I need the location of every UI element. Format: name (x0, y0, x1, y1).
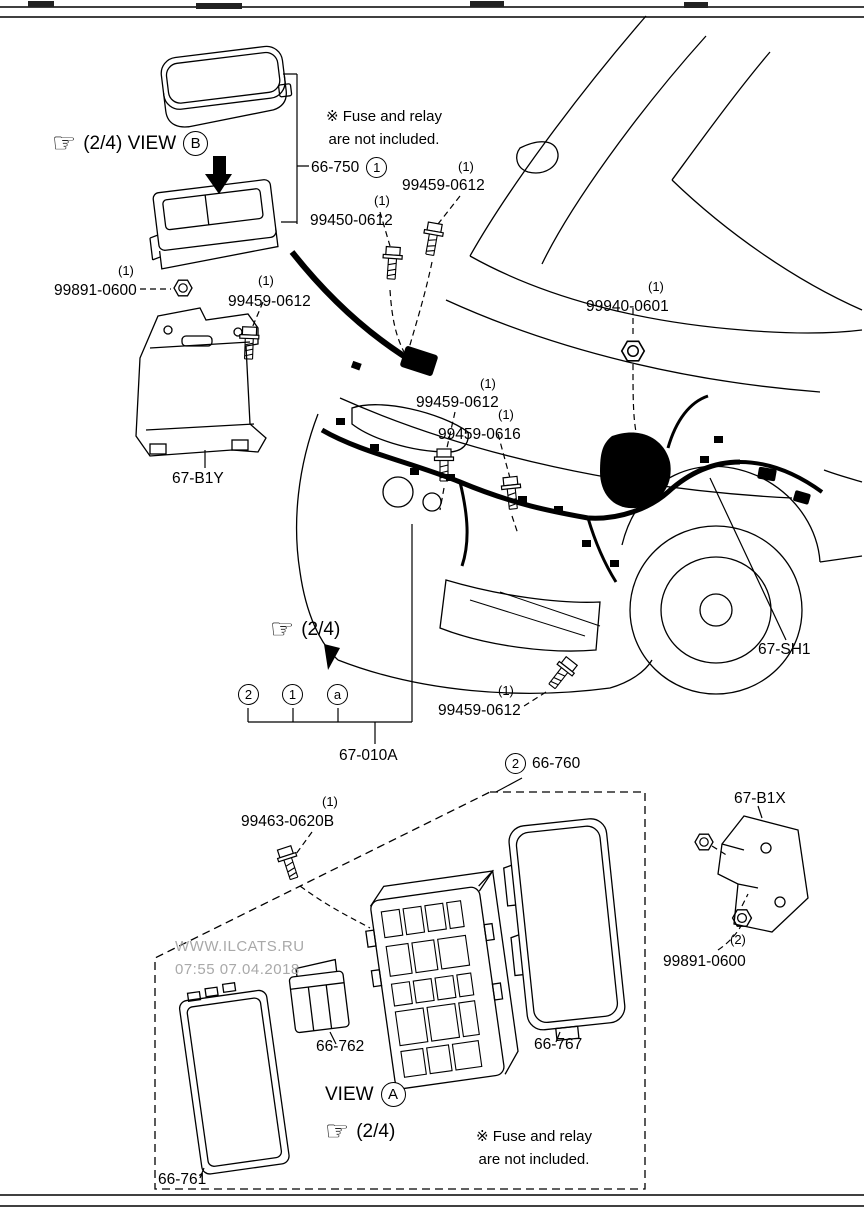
assembly-badge-a: a (327, 684, 348, 705)
note-line: are not included. (478, 1150, 590, 1168)
wiring-harness (289, 250, 824, 583)
part-label: 66-750 (311, 158, 360, 176)
assembly-boundary (154, 791, 646, 1190)
nut-icon (173, 279, 193, 297)
bracket-67-b1x (717, 815, 809, 933)
callout-qty: (1) (322, 794, 338, 809)
view-a-callout: VIEW A (325, 1082, 406, 1107)
callout-qty: (1) (648, 279, 664, 294)
qty-badge: 1 (366, 157, 388, 178)
part-number: 99459-0612 (438, 702, 521, 719)
part-ref-66-750: 66-750 1 (311, 157, 388, 178)
nut-icon (620, 340, 646, 362)
part-number: 99891-0600 (663, 953, 746, 970)
callout-qty: (2) (730, 932, 746, 947)
callout-qty: (1) (258, 273, 274, 288)
callout-qty: (1) (374, 193, 390, 208)
bracket-67-b1y (135, 307, 267, 457)
view-a-hand-label: (2/4) (356, 1120, 396, 1142)
part-ref-67-010a: 67-010A (339, 747, 398, 764)
part-ref-66-767: 66-767 (534, 1036, 583, 1053)
part-number: 99459-0612 (228, 293, 311, 310)
assembly-badge-1: 1 (282, 684, 303, 705)
qty-badge: 2 (505, 753, 526, 774)
watermark-site: WWW.ILCATS.RU (175, 938, 305, 955)
view-a-hand-callout: ☞ (2/4) (325, 1118, 395, 1145)
part-number: 99459-0612 (402, 177, 485, 194)
view-mid-label: (2/4) (301, 618, 341, 640)
bolt-icon (419, 221, 446, 258)
part-ref-67-b1x: 67-B1X (734, 790, 786, 807)
fuse-box-lower-tray (149, 179, 279, 270)
view-b-arrow (205, 156, 232, 194)
part-number: 99891-0600 (54, 282, 137, 299)
car-outline (295, 15, 863, 695)
part-ref-66-760: 2 66-760 (505, 753, 580, 774)
main-fuse-block (365, 869, 519, 1090)
relay-66-762 (288, 958, 350, 1034)
watermark-timestamp: 07:55 07.04.2018 (175, 960, 300, 978)
part-ref-67-sh1: 67-SH1 (758, 641, 811, 658)
note-line: ※ Fuse and relay (326, 108, 442, 125)
fuse-block-assembly (178, 818, 626, 1175)
fuse-box-upper-cover (160, 45, 293, 128)
part-ref-66-762: 66-762 (316, 1038, 365, 1055)
callout-qty: (1) (458, 159, 474, 174)
view-a-label: VIEW (325, 1083, 374, 1105)
hand-pointer-icon: ☞ (270, 614, 295, 644)
callout-qty: (1) (118, 263, 134, 278)
part-label: 66-760 (532, 754, 581, 772)
part-number: 99459-0612 (416, 394, 499, 411)
callout-qty: (1) (480, 376, 496, 391)
part-number: 99463-0620B (241, 813, 335, 830)
part-number: 99450-0612 (310, 212, 393, 229)
note-line: ※ Fuse and relay (476, 1128, 592, 1145)
view-b-badge: B (183, 131, 209, 156)
view-mid-callout: ☞ (2/4) (270, 616, 340, 643)
view-b-callout: ☞ (2/4) VIEW B (52, 128, 209, 158)
cover-66-767 (503, 818, 626, 1042)
bolt-icon (543, 654, 580, 693)
hand-pointer-icon: ☞ (325, 1116, 350, 1146)
watermark: WWW.ILCATS.RU 07:55 07.04.2018 (175, 936, 305, 981)
part-ref-66-761: 66-761 (158, 1171, 207, 1188)
view-arrow-mid (324, 644, 340, 670)
part-number: 99459-0616 (438, 426, 521, 443)
note-line: are not included. (328, 130, 440, 148)
assembly-badge-2: 2 (238, 684, 259, 705)
part-ref-67-b1y: 67-B1Y (172, 470, 224, 487)
part-number: 99940-0601 (586, 298, 669, 315)
note-fuse-relay-bottom: ※ Fuse and relay are not included. (448, 1126, 620, 1171)
view-b-label: (2/4) VIEW (83, 132, 177, 154)
nut-icon (694, 833, 714, 851)
view-a-badge: A (380, 1082, 406, 1107)
note-fuse-relay-top: ※ Fuse and relay are not included. (300, 106, 468, 151)
hand-pointer-icon: ☞ (52, 128, 77, 158)
callout-qty: (1) (498, 683, 514, 698)
callout-qty: (1) (498, 407, 514, 422)
leader-lines (140, 73, 787, 1179)
bolt-icon (381, 245, 404, 281)
cover-66-761 (178, 981, 290, 1175)
